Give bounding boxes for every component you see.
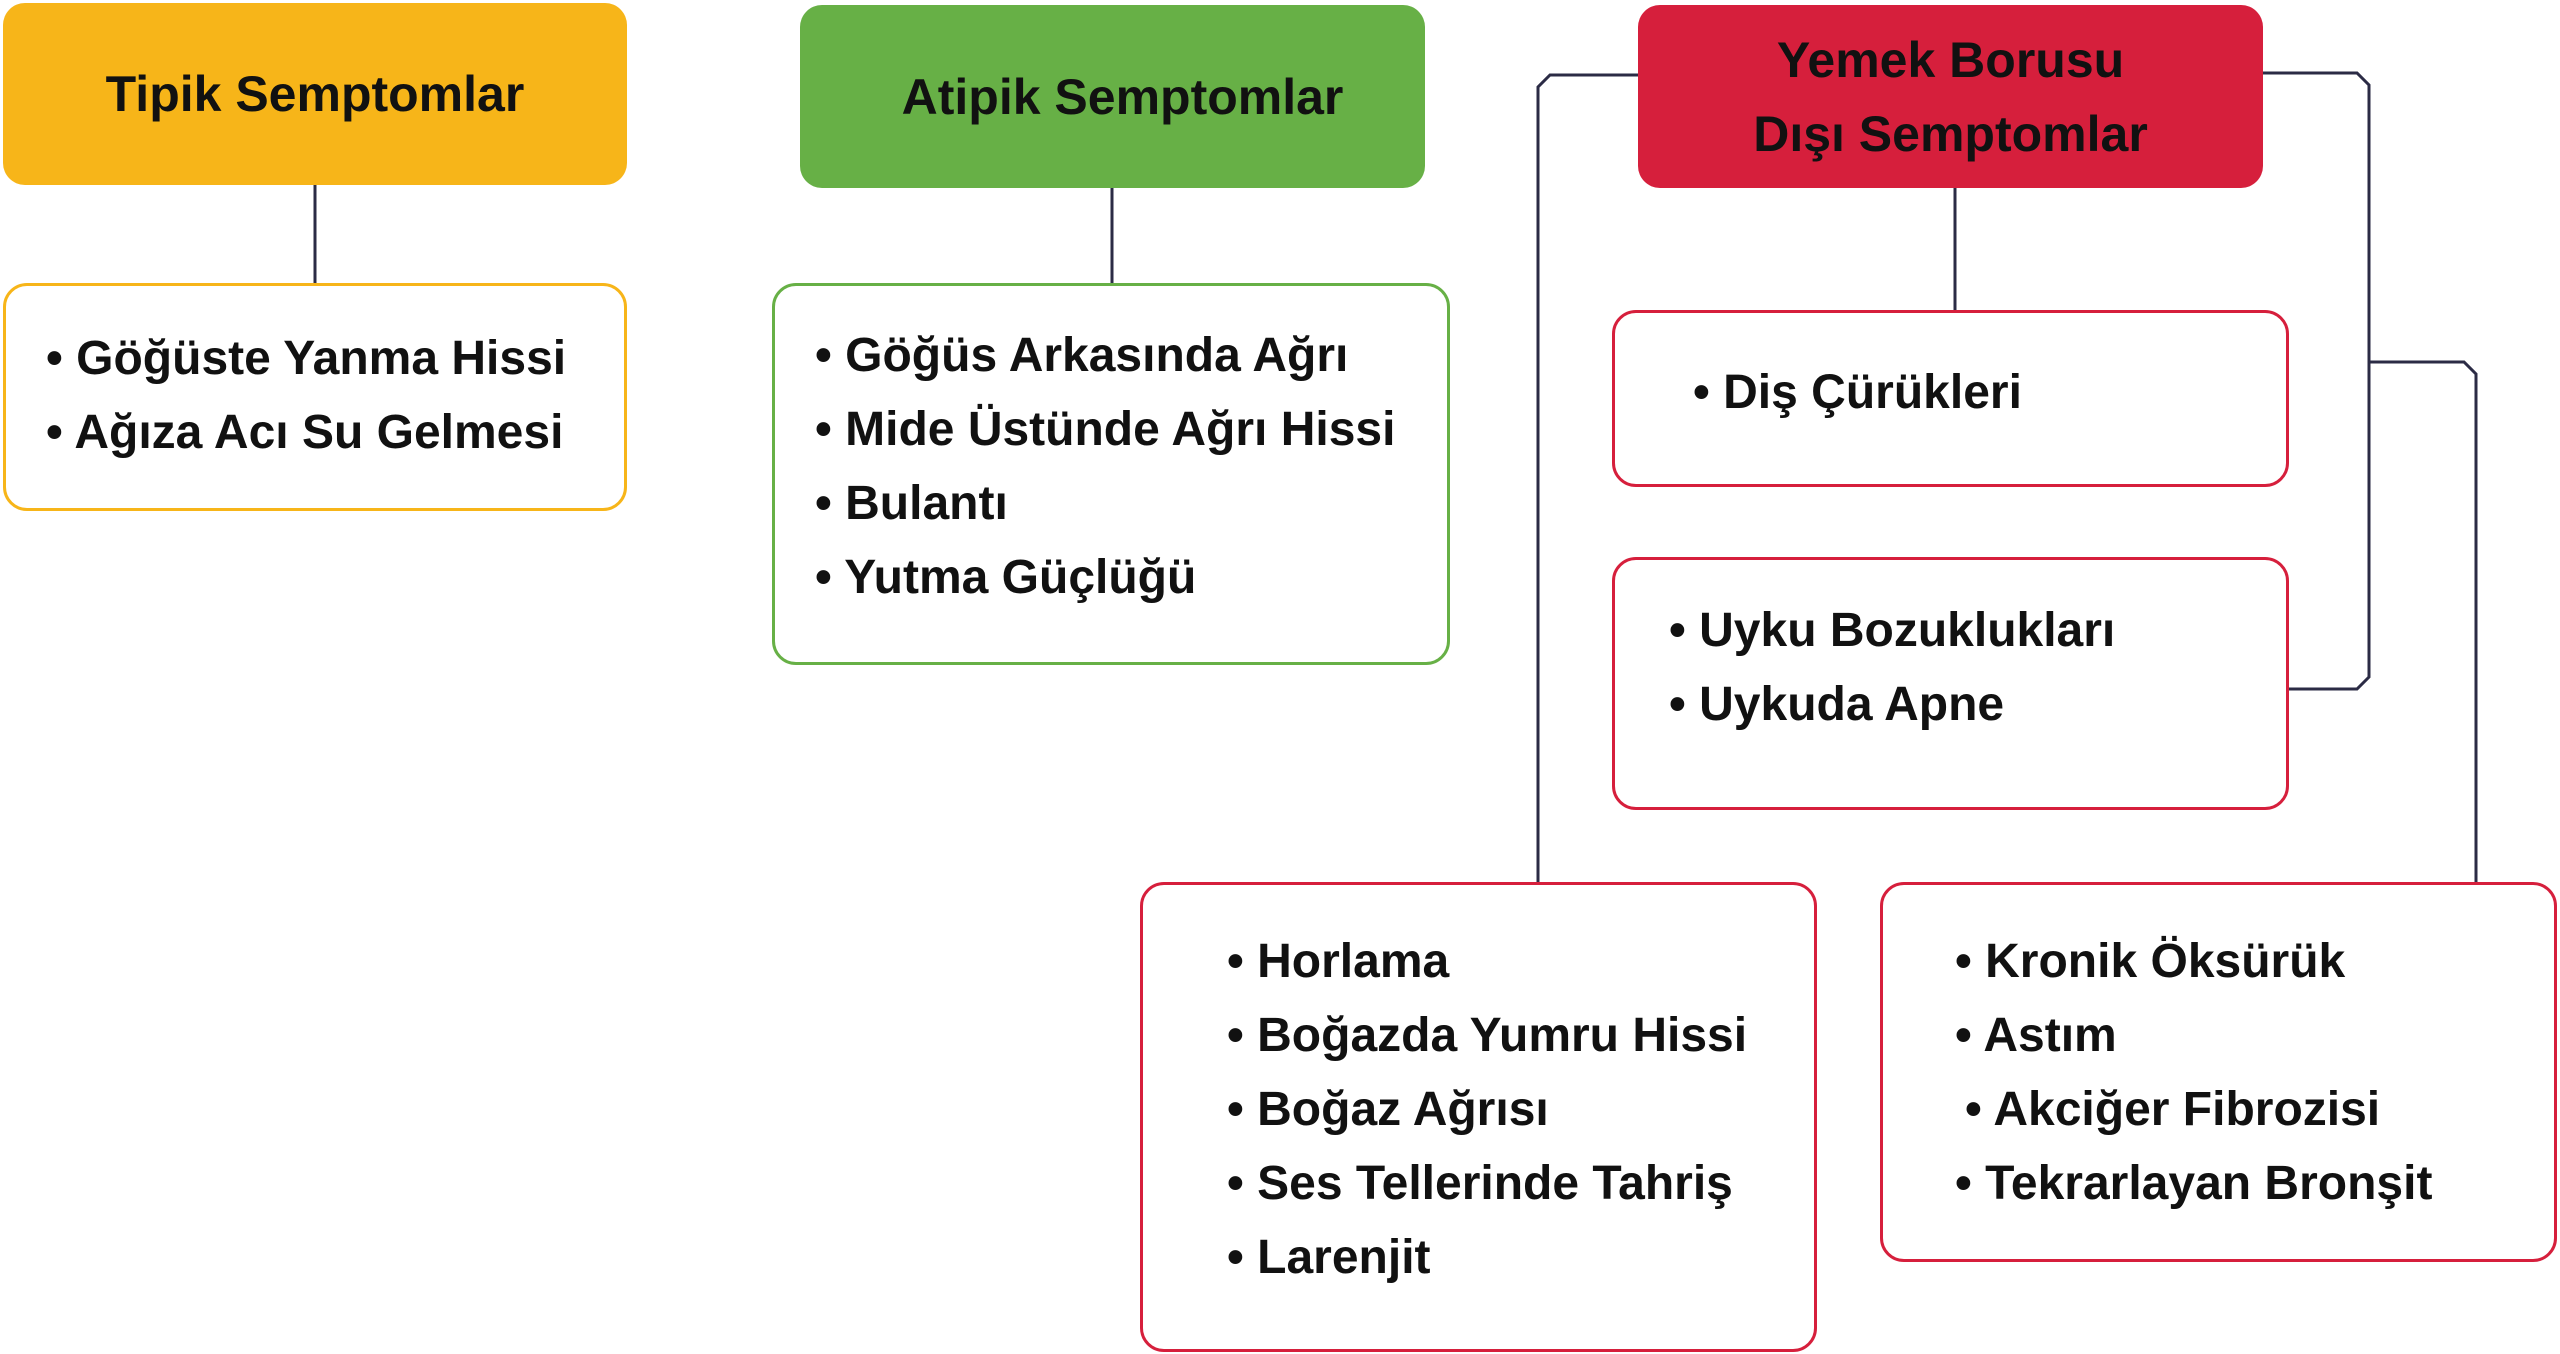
header-line: Dışı Semptomlar — [1753, 105, 2148, 162]
list-item: Göğüste Yanma Hissi — [46, 322, 566, 396]
list-item: Boğaz Ağrısı — [1227, 1073, 1747, 1147]
list-item: Mide Üstünde Ağrı Hissi — [815, 393, 1395, 467]
list-item: Astım — [1955, 999, 2432, 1073]
list-item: Uykuda Apne — [1669, 668, 2115, 742]
connector-sleep — [2263, 71, 2371, 691]
list-item: Bulantı — [815, 467, 1395, 541]
list-item: Larenjit — [1227, 1221, 1747, 1295]
list-item: Tekrarlayan Bronşit — [1955, 1147, 2432, 1221]
list-lung: Kronik Öksürük Astım Akciğer Fibrozisi T… — [1880, 882, 2557, 1262]
list-sleep: Uyku Bozuklukları Uykuda Apne — [1612, 557, 2289, 810]
list-item: Horlama — [1227, 925, 1747, 999]
list-dental: Diş Çürükleri — [1612, 310, 2289, 487]
list-typical-symptoms: Göğüste Yanma Hissi Ağıza Acı Su Gelmesi — [3, 283, 627, 511]
header-typical-symptoms: Tipik Semptomlar — [3, 3, 627, 185]
header-atypical-symptoms: Atipik Semptomlar — [800, 5, 1425, 188]
list-throat: Horlama Boğazda Yumru Hissi Boğaz Ağrısı… — [1140, 882, 1817, 1352]
list-item: Ses Tellerinde Tahriş — [1227, 1147, 1747, 1221]
connector-lung — [2369, 360, 2478, 882]
list-item: Ağıza Acı Su Gelmesi — [46, 396, 566, 470]
list-atypical-symptoms: Göğüs Arkasında Ağrı Mide Üstünde Ağrı H… — [772, 283, 1450, 665]
list-item: Yutma Güçlüğü — [815, 541, 1395, 615]
list-item: Kronik Öksürük — [1955, 925, 2432, 999]
list-item: Diş Çürükleri — [1693, 356, 2022, 430]
connector-throat — [1536, 73, 1638, 882]
header-line: Yemek Borusu — [1776, 31, 2125, 88]
list-item: Göğüs Arkasında Ağrı — [815, 319, 1395, 393]
list-item: Akciğer Fibrozisi — [1955, 1073, 2432, 1147]
header-extraesophageal-symptoms: Yemek Borusu Dışı Semptomlar — [1638, 5, 2263, 188]
list-item: Boğazda Yumru Hissi — [1227, 999, 1747, 1073]
list-item: Uyku Bozuklukları — [1669, 594, 2115, 668]
